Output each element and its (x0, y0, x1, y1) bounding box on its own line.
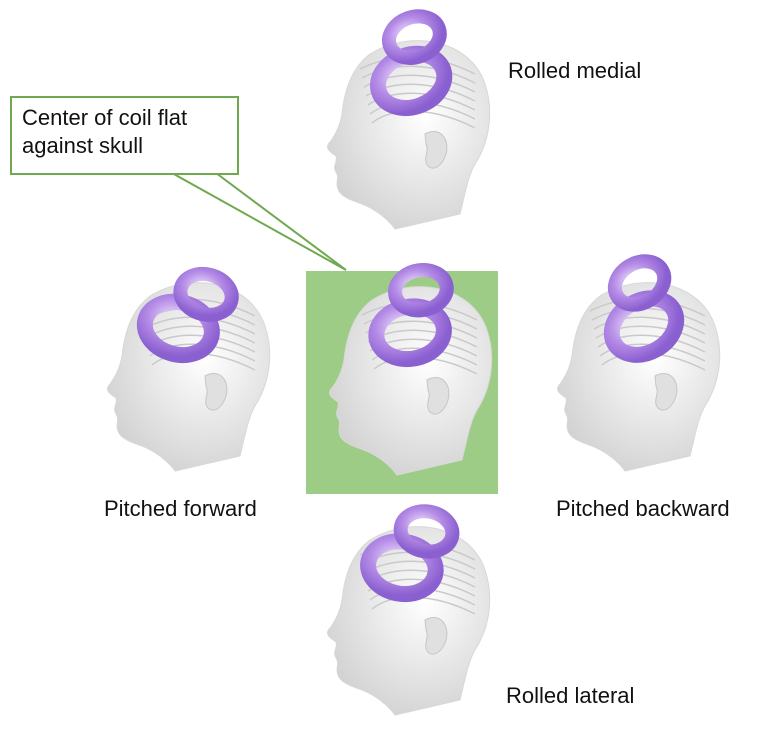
callout-line-1: Center of coil flat (22, 104, 232, 132)
head-pitched-backward (530, 256, 730, 486)
label-pitched-backward: Pitched backward (556, 496, 730, 522)
callout-line-2: against skull (22, 132, 232, 160)
callout-text: Center of coil flat against skull (22, 104, 232, 160)
label-rolled-medial: Rolled medial (508, 58, 641, 84)
head-pitched-forward (80, 256, 280, 486)
head-center (302, 260, 502, 490)
label-pitched-forward: Pitched forward (104, 496, 257, 522)
label-rolled-lateral: Rolled lateral (506, 683, 634, 709)
head-rolled-lateral (300, 500, 500, 730)
head-rolled-medial (300, 14, 500, 244)
